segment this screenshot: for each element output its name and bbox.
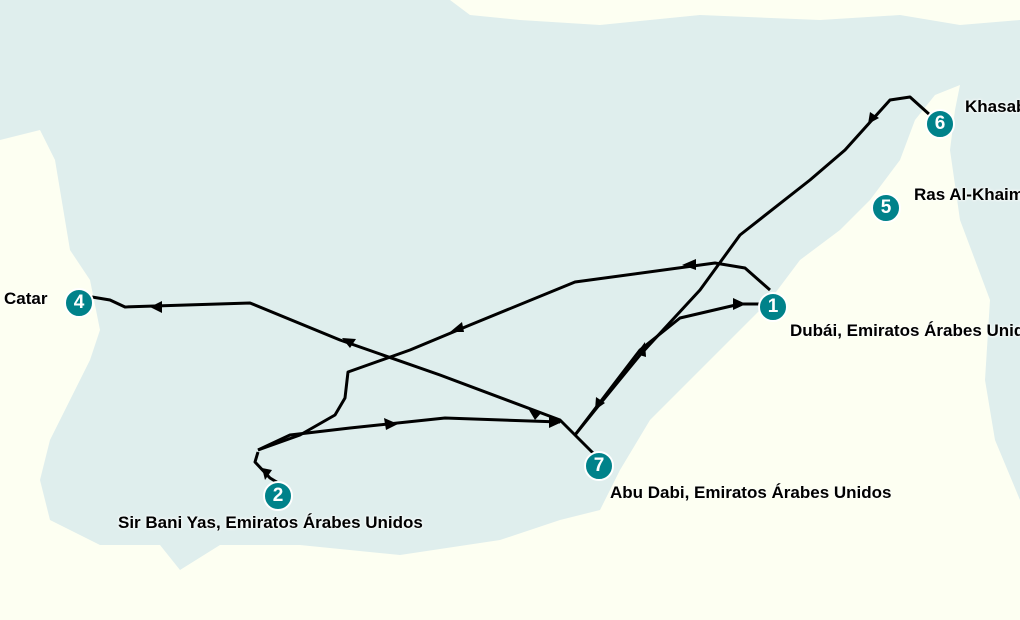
arrow-icon [450, 322, 464, 332]
stop-marker-1[interactable]: 1 [758, 292, 788, 322]
route-7-to-1 [573, 302, 770, 436]
arrow-icon [150, 301, 162, 313]
arrow-icon [733, 298, 746, 310]
land-qatar [0, 85, 1020, 620]
route-6-to-7 [573, 95, 932, 436]
route-7-to-4 [91, 295, 597, 457]
land-iran [450, 0, 1020, 25]
route-1-to-2 [257, 261, 771, 452]
arrow-icon [595, 397, 605, 410]
stop-label-1: Dubái, Emiratos Árabes Unidos [790, 321, 1020, 340]
route-2-to-7 [257, 416, 561, 452]
arrow-icon [682, 259, 696, 270]
stop-label-6: Khasab [965, 97, 1020, 116]
stop-label-5: Ras Al-Khaimah [914, 185, 1020, 204]
arrow-icon [549, 416, 562, 428]
stop-marker-7[interactable]: 7 [584, 451, 614, 481]
stop-marker-6[interactable]: 6 [925, 109, 955, 139]
arrow-icon [529, 410, 542, 420]
stop-marker-5[interactable]: 5 [871, 193, 901, 223]
stop-marker-4[interactable]: 4 [64, 288, 94, 318]
arrow-icon [384, 418, 398, 430]
stop-label-2: Sir Bani Yas, Emiratos Árabes Unidos [118, 513, 423, 532]
route-arrows [150, 112, 879, 480]
arrow-icon [342, 338, 356, 348]
arrow-icon [636, 342, 646, 357]
stop-label-4: Catar [4, 289, 48, 308]
stop-marker-2[interactable]: 2 [263, 481, 293, 511]
arrow-icon [262, 468, 272, 480]
arrow-icon [868, 112, 879, 124]
stop-label-7: Abu Dabi, Emiratos Árabes Unidos [610, 483, 892, 502]
